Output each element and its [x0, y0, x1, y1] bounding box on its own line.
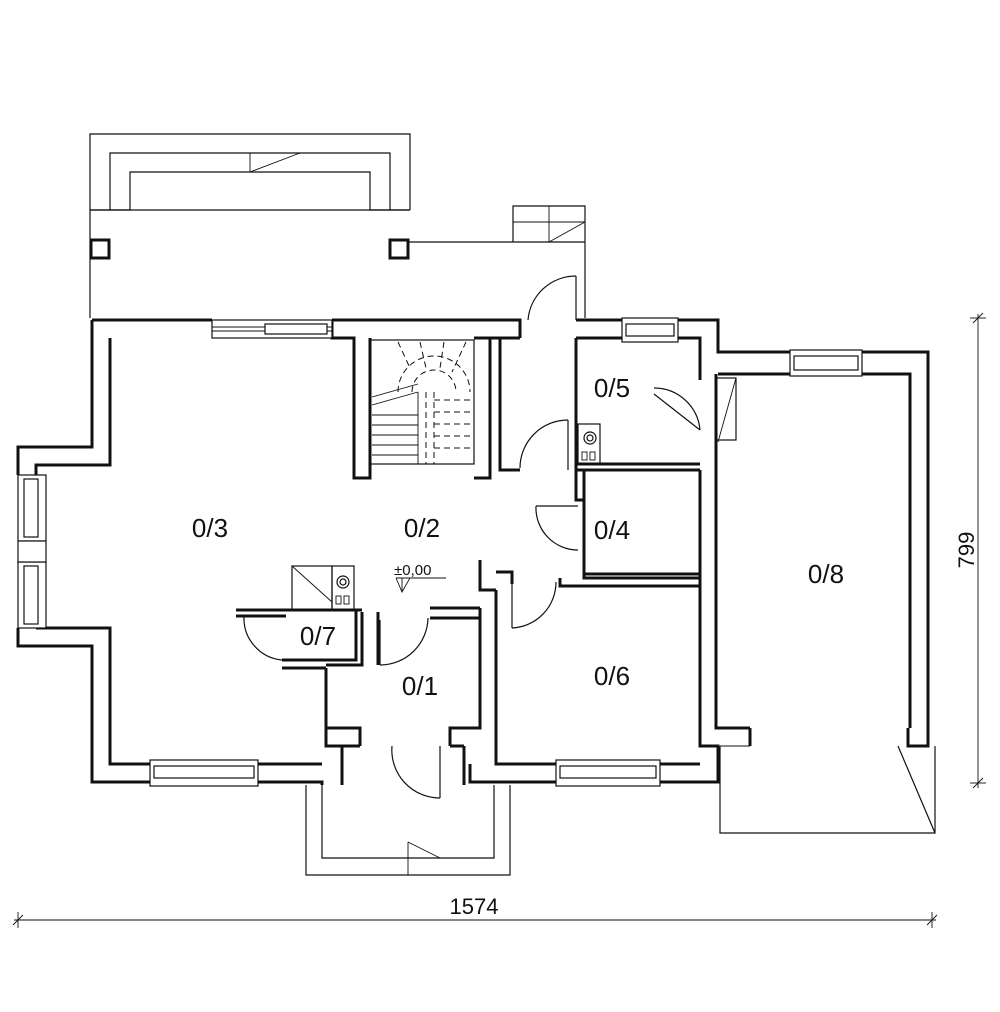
room-label-0-2: 0/2	[404, 513, 440, 543]
dimension-depth-label: 799	[954, 532, 979, 569]
windows	[17, 317, 863, 787]
room-label-0-3: 0/3	[192, 513, 228, 543]
dimension-width-label: 1574	[450, 894, 499, 919]
room-label-0-8: 0/8	[808, 559, 844, 589]
terrace	[89, 133, 585, 318]
room-label-0-5: 0/5	[594, 373, 630, 403]
porch	[305, 785, 511, 876]
terrace-pillar-right	[388, 238, 410, 260]
terrace-pillar-left	[89, 238, 111, 260]
level-label: ±0,00	[394, 562, 431, 579]
staircase	[369, 339, 475, 465]
room-label-0-1: 0/1	[402, 671, 438, 701]
outer-walls	[16, 318, 930, 785]
entrance-canopy	[512, 205, 586, 318]
room-label-0-6: 0/6	[594, 661, 630, 691]
room-labels: 0/1 0/2 0/3 0/4 0/5 0/6 0/7 0/8	[192, 373, 844, 701]
kitchen-stove	[577, 423, 601, 465]
room-label-0-7: 0/7	[300, 621, 336, 651]
doors	[243, 275, 701, 799]
appliances	[291, 423, 601, 611]
garage-apron	[715, 377, 936, 834]
room-label-0-4: 0/4	[594, 515, 630, 545]
door-0-5	[653, 393, 701, 431]
dimension-width: 1574	[12, 894, 938, 928]
interior-walls	[236, 338, 700, 785]
chimney-duct	[291, 565, 333, 611]
dimension-depth: 799	[954, 312, 986, 789]
level-marker: ±0,00	[394, 562, 446, 594]
